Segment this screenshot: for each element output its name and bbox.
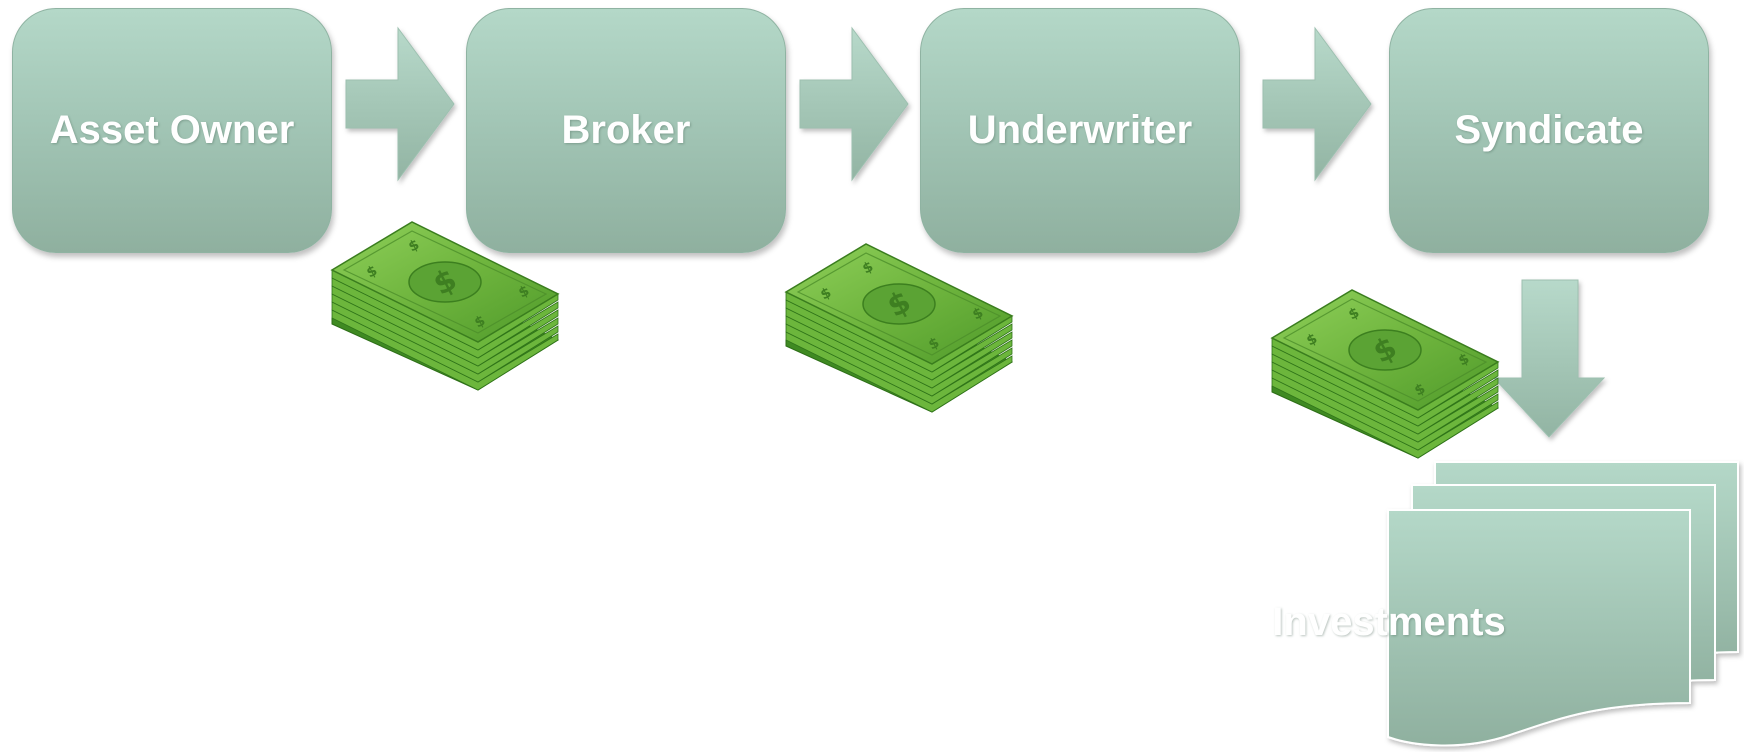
investments-document-stack bbox=[1387, 461, 1739, 747]
right-arrow-icon bbox=[800, 28, 908, 180]
asset-owner-box: Asset Owner bbox=[12, 8, 332, 253]
broker-box: Broker bbox=[466, 8, 786, 253]
money-stack-icon bbox=[785, 243, 1013, 413]
underwriter-label: Underwriter bbox=[967, 108, 1193, 152]
right-arrow-icon bbox=[346, 28, 454, 180]
right-arrow-icon bbox=[1263, 28, 1371, 180]
broker-label: Broker bbox=[561, 108, 691, 152]
underwriter-box: Underwriter bbox=[920, 8, 1240, 253]
down-arrow-icon bbox=[1492, 279, 1606, 438]
money-stack-icon bbox=[331, 221, 559, 391]
syndicate-label: Syndicate bbox=[1454, 108, 1644, 152]
asset-owner-label: Asset Owner bbox=[49, 108, 295, 152]
money-stack-icon bbox=[1271, 289, 1499, 459]
investments-label: Investments bbox=[1272, 600, 1506, 644]
syndicate-box: Syndicate bbox=[1389, 8, 1709, 253]
